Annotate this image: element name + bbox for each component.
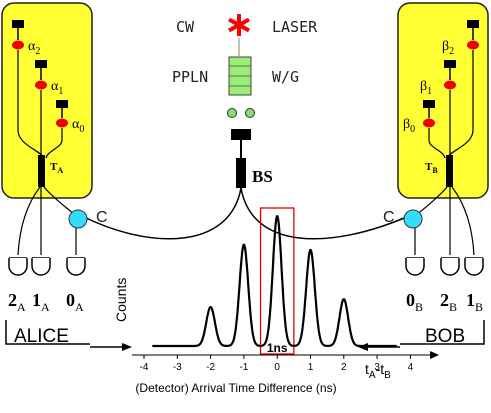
alice-coupler <box>68 209 88 229</box>
photon-pair-dot-right <box>245 108 255 118</box>
alice-bracket <box>5 320 90 345</box>
x-tick-label: 3 <box>374 362 380 373</box>
alice-phase-shifter-1 <box>35 80 47 90</box>
ppln-label: PPLN <box>172 68 208 86</box>
x-tick-label: 1 <box>308 362 314 373</box>
alice-detector-0-label: 0A <box>66 290 84 314</box>
bob-phase-1: β1 <box>420 79 432 97</box>
bob-detector-0 <box>405 257 425 276</box>
central-peak-highlight <box>259 207 295 355</box>
alice-detector-0 <box>66 257 86 276</box>
x-tick-label: -4 <box>140 362 149 373</box>
x-axis-arrow-icon <box>430 351 440 359</box>
alice-interferometer-box <box>1 2 93 199</box>
chart-ylabel: Counts <box>113 278 129 322</box>
alice-name: ALICE <box>14 326 69 347</box>
highlight-label: 1ns <box>267 341 288 355</box>
bob-detector-2-label: 2B <box>440 290 457 314</box>
x-tick-label: -2 <box>206 362 215 373</box>
laser-label: LASER <box>272 18 318 36</box>
laser-star-icon <box>228 14 250 36</box>
alice-detector-2 <box>8 257 28 276</box>
bob-detector-1-label: 1B <box>466 290 483 314</box>
bob-interferometer-box <box>397 2 489 199</box>
histogram-curve <box>152 215 397 348</box>
x-tick-label: -1 <box>239 362 248 373</box>
bob-phase-shifter-2 <box>467 40 479 50</box>
bob-detector-0-label: 0B <box>406 290 423 314</box>
alice-tritter <box>38 155 45 187</box>
bob-tritter <box>446 155 453 187</box>
alice-detector-1 <box>31 257 51 276</box>
peak-markers <box>210 215 345 308</box>
chart-xlabel: (Detector) Arrival Time Difference (ns) <box>135 381 336 395</box>
x-tick-label: 0 <box>274 362 280 373</box>
bob-phase-shifter-0 <box>423 118 435 128</box>
alice-phase-0: α0 <box>72 117 84 135</box>
x-axis-end-label: tA-tB <box>365 361 391 381</box>
bob-detector-1 <box>464 257 484 276</box>
alice-coupler-label: C <box>96 209 108 226</box>
bs-label: BS <box>252 167 273 186</box>
fiber-to-alice <box>81 187 242 240</box>
x-tick-label: -3 <box>173 362 182 373</box>
bob-section: β2 β1 β0 TB C <box>358 2 489 351</box>
alice-tritter-label: TA <box>50 161 63 175</box>
alice-detector-2-label: 2A <box>8 290 26 314</box>
coincidence-histogram: Counts 1ns -4 -3 -2 -1 0 1 2 3 4 tA-tB (Detector… <box>113 207 440 395</box>
source-filter-block <box>231 129 251 140</box>
bob-coupler-label: C <box>383 209 395 226</box>
bob-tritter-label: TB <box>425 161 438 175</box>
beam-splitter-block <box>236 158 246 188</box>
bob-bracket <box>400 320 485 345</box>
alice-detector-1-label: 1A <box>32 290 50 314</box>
bob-name: BOB <box>425 326 465 347</box>
fiber-to-bob <box>240 187 410 240</box>
bob-phase-2: β2 <box>442 39 454 57</box>
source-section: CW LASER PPLN W/G BS <box>172 14 318 188</box>
x-tick-label: 4 <box>408 362 414 373</box>
x-tick-label: 2 <box>341 362 347 373</box>
alice-phase-1: α1 <box>51 79 63 97</box>
wg-label: W/G <box>272 68 299 86</box>
alice-phase-shifter-0 <box>56 118 68 128</box>
bob-phase-shifter-1 <box>444 80 456 90</box>
photon-pair-dot-left <box>227 108 237 118</box>
bob-phase-0: β0 <box>403 117 415 135</box>
alice-section: α2 α1 α0 TA C <box>1 2 132 351</box>
x-ticks: -4 -3 -2 -1 0 1 2 3 4 <box>140 355 414 373</box>
alice-phase-shifter-2 <box>12 40 24 50</box>
bob-coupler <box>403 209 423 229</box>
bob-detector-2 <box>440 257 460 276</box>
alice-phase-2: α2 <box>28 39 40 57</box>
cw-label: CW <box>176 18 195 36</box>
